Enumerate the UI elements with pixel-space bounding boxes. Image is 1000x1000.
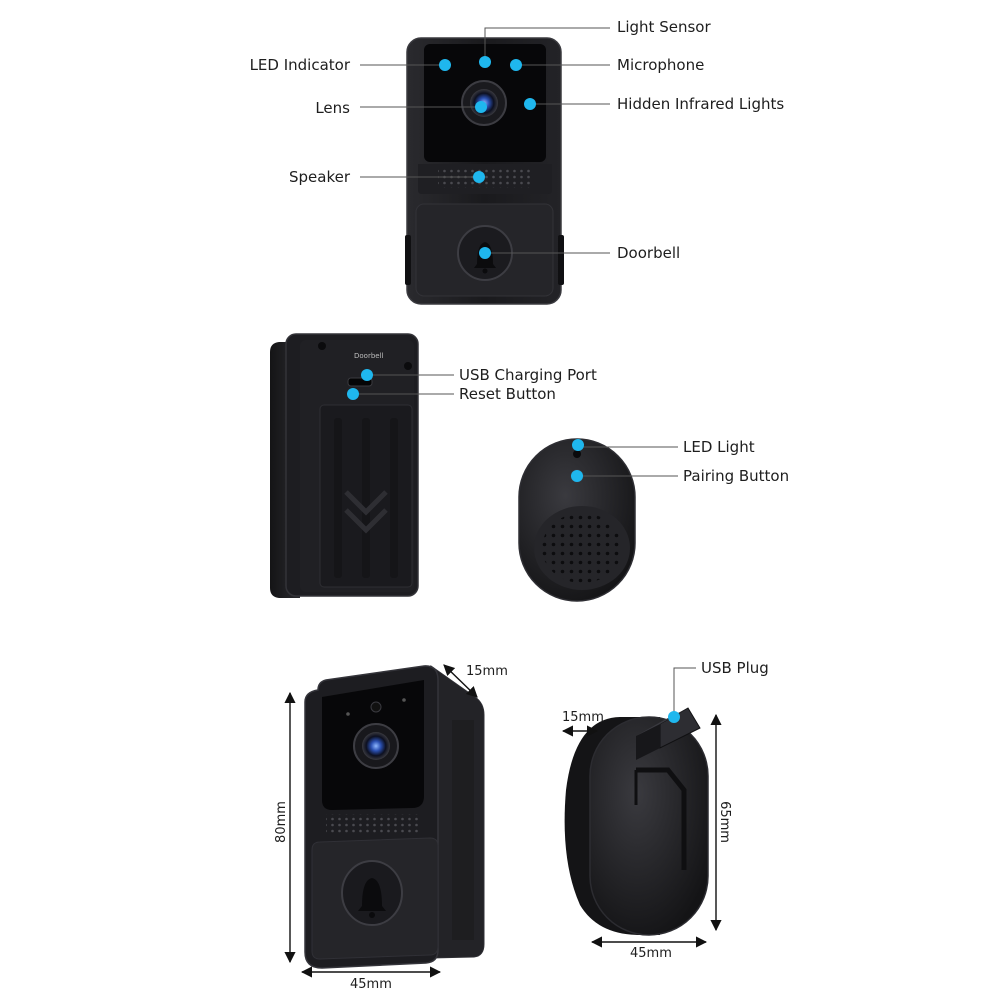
- label-hidden-infrared-lights: Hidden Infrared Lights: [617, 95, 785, 113]
- doorbell-dimension-lines: [284, 664, 478, 978]
- chime-front-view: [518, 438, 636, 602]
- callout-dot-infrared: [524, 98, 536, 110]
- callout-dot-light-sensor: [479, 56, 491, 68]
- callout-dot-microphone: [510, 59, 522, 71]
- chime-depth-label: 15mm: [562, 710, 604, 725]
- chime-dimension-lines: [561, 713, 722, 948]
- callout-dot-usb-port: [361, 369, 373, 381]
- chime-leaders: [577, 446, 678, 477]
- callout-dot-usb-plug: [668, 711, 680, 723]
- label-light-sensor: Light Sensor: [617, 18, 711, 36]
- doorbell-3d-view: [304, 665, 485, 969]
- doorbell-back-view: Doorbell: [270, 333, 419, 598]
- back-brand-text: Doorbell: [354, 352, 384, 360]
- doorbell-front-view: [405, 37, 564, 305]
- callout-dot-led-indicator: [439, 59, 451, 71]
- doorbell-depth-label: 15mm: [466, 664, 508, 679]
- callout-dot-led-light: [572, 439, 584, 451]
- label-usb-charging-port: USB Charging Port: [459, 366, 597, 384]
- chime-width-label: 45mm: [630, 946, 672, 961]
- doorbell-width-label: 45mm: [350, 977, 392, 992]
- label-lens: Lens: [315, 99, 350, 117]
- callout-dot-lens: [475, 101, 487, 113]
- label-reset-button: Reset Button: [459, 385, 556, 403]
- chime-leaders-2: [673, 667, 696, 716]
- label-usb-plug: USB Plug: [701, 659, 769, 677]
- label-doorbell: Doorbell: [617, 244, 681, 262]
- chime-height-label: 65mm: [717, 801, 732, 843]
- front-callout-dots: [439, 56, 536, 259]
- back-callout-dots: [347, 369, 373, 400]
- label-led-light: LED Light: [683, 438, 755, 456]
- callout-dot-speaker: [473, 171, 485, 183]
- callout-dot-reset: [347, 388, 359, 400]
- label-microphone: Microphone: [617, 56, 705, 74]
- callout-dot-pairing: [571, 470, 583, 482]
- label-led-indicator: LED Indicator: [249, 56, 350, 74]
- label-pairing-button: Pairing Button: [683, 467, 790, 485]
- callout-dot-doorbell: [479, 247, 491, 259]
- doorbell-height-label: 80mm: [274, 801, 289, 843]
- chime-3d-view: [564, 707, 709, 936]
- front-leaders: [360, 27, 610, 254]
- chime-callout-dots: [571, 439, 584, 482]
- label-speaker: Speaker: [288, 168, 350, 186]
- back-leaders: [353, 374, 454, 395]
